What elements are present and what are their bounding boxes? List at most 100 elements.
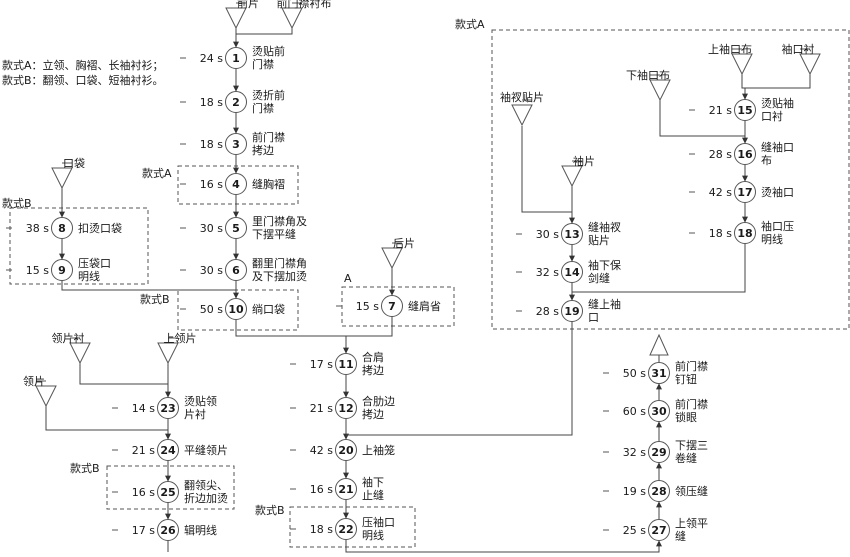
operation-number: 16 (737, 148, 753, 161)
operation-label: 拷边 (362, 363, 384, 377)
material-label: 下袖口布 (626, 68, 670, 82)
operation-label: 烫折前 (252, 88, 285, 102)
material-label: 后片 (393, 237, 415, 250)
operation-time: 18 s (200, 138, 223, 151)
operation-label: 贴片 (588, 233, 610, 247)
operation-label: 烫贴袖 (761, 96, 794, 110)
operation-time: 24 s (200, 52, 223, 65)
operation-circle (157, 481, 179, 503)
operation-circle (157, 439, 179, 461)
material-triangle-icon (35, 385, 57, 408)
material-triangle-icon (281, 7, 303, 30)
operation-circle (648, 400, 670, 422)
operation-time: 42 s (310, 444, 333, 457)
operation-circle (225, 173, 247, 195)
operation-label: 翻领尖、 (184, 478, 228, 492)
operation-circle (734, 143, 756, 165)
operation-label: 缝肩省 (408, 299, 441, 313)
group-label-style-b-attach-pocket: 款式B (140, 292, 170, 306)
operation-time: 21 s (709, 104, 732, 117)
material-label: 袖口衬 (782, 42, 815, 56)
operation-label: 口 (588, 311, 599, 324)
operation-circle (734, 99, 756, 121)
operation-circle (561, 223, 583, 245)
material-shangxiukoubu: 上袖口布 (708, 42, 753, 76)
material-label: 领片 (23, 375, 45, 388)
operation-time: 50 s (623, 367, 646, 380)
operation-circle (561, 261, 583, 283)
operation-circle (225, 47, 247, 69)
group-style-b-collar-turn: 款式B (70, 461, 235, 510)
operation-time: 30 s (200, 222, 223, 235)
material-triangle-icon (561, 165, 583, 188)
flow-edge (521, 126, 572, 213)
flow-edge (346, 317, 393, 337)
operation-time: 18 s (709, 227, 732, 240)
operation-circle (381, 295, 403, 317)
operation-label: 折边加烫 (184, 491, 228, 505)
operation-label: 烫贴前 (252, 44, 285, 58)
operation-circle (648, 362, 670, 384)
material-triangle-icon (799, 53, 821, 76)
operation-label: 压袋口 (78, 256, 111, 270)
operation-number: 30 (651, 405, 667, 418)
operation-time: 18 s (310, 523, 333, 536)
operation-number: 15 (737, 104, 752, 117)
operation-time: 17 s (310, 358, 333, 371)
operation-label: 明线 (362, 528, 384, 542)
operation-label: 缝袖衩 (588, 220, 621, 234)
material-triangle-icon (649, 79, 671, 102)
operation-label: 门襟 (252, 101, 274, 115)
operation-time: 50 s (200, 303, 223, 316)
operation-time: 19 s (623, 485, 646, 498)
operation-label: 压袖口 (362, 515, 395, 529)
operation-number: 24 (160, 444, 176, 457)
material-qianpian: 前片 (225, 0, 259, 30)
operation-circle (335, 439, 357, 461)
operation-time: 28 s (536, 305, 559, 318)
operation-number: 1 (232, 52, 240, 65)
operation-label: 卷缝 (675, 451, 697, 465)
operation-label: 上领平 (675, 517, 708, 530)
operation-circle (157, 397, 179, 419)
operation-circle (561, 300, 583, 322)
style-legend: 款式A：立领、胸褶、长袖衬衫； 款式B：翻领、口袋、短袖衬衫。 (2, 58, 164, 87)
operation-time: 21 s (310, 402, 333, 415)
group-label-style-b-collar-turn: 款式B (70, 461, 100, 475)
operation-number: 12 (338, 402, 353, 415)
operation-number: 7 (388, 300, 396, 313)
operation-time: 32 s (536, 266, 559, 279)
operation-circle (51, 259, 73, 281)
operation-time: 25 s (623, 524, 646, 537)
legend-line-style-a: 款式A：立领、胸褶、长袖衬衫； (2, 58, 164, 72)
operation-number: 11 (338, 358, 353, 371)
operation-label: 拷边 (252, 143, 274, 157)
operation-label: 袖下保 (588, 258, 621, 272)
operation-number: 26 (160, 524, 176, 537)
operation-circle (734, 222, 756, 244)
operation-label: 片衬 (184, 408, 206, 421)
flow-edge (61, 281, 236, 291)
material-label: 前片 (237, 0, 259, 10)
flow-edge (45, 406, 168, 431)
operation-label: 下摆平缝 (252, 227, 296, 241)
material-label: 前门襟衬布 (277, 0, 332, 10)
operation-label: 翻里门襟角 (252, 256, 307, 270)
operation-time: 30 s (200, 264, 223, 277)
material-xiukouchen: 袖口衬 (782, 42, 821, 76)
